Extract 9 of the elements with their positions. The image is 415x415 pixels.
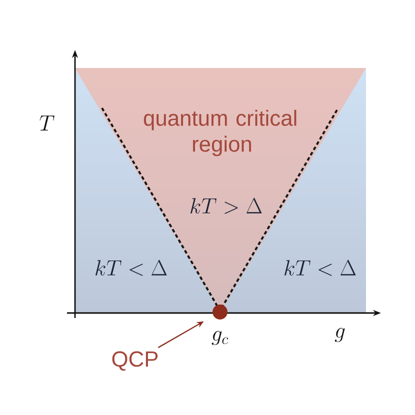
region-label: $kT < \Delta$	[96, 260, 167, 276]
tick-label: $g_c$	[212, 330, 228, 346]
point-label: QCP	[112, 351, 158, 371]
region-label: $kT < \Delta$	[284, 260, 356, 276]
axis-label: $g$	[334, 328, 345, 342]
axis-label: $T$	[40, 116, 54, 130]
critical-point-dot	[212, 304, 228, 320]
region-label: $kT > \Delta$	[190, 198, 262, 214]
region-label: quantum critical region	[144, 110, 296, 156]
